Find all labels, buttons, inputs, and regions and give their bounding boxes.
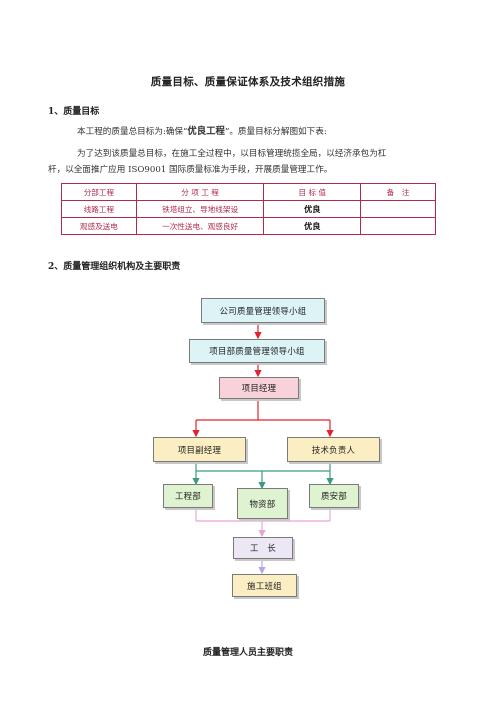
- org-node-material-dept: 物资部: [237, 488, 288, 519]
- quality-goal-table: 分部工程 分 项 工 程 目 标 值 备 注 线路工程 铁塔组立、导地线架设 优…: [61, 183, 436, 235]
- table-row: 观感及送电 一次性送电、观感良好 优良: [61, 217, 436, 235]
- org-node-qs-dept: 质安部: [309, 484, 359, 508]
- org-node-project-group: 项目部质量管理领导小组: [189, 339, 325, 363]
- paragraph-goal-pre: 本工程的质量总目标为:确保“: [77, 127, 188, 137]
- footer-heading: 质量管理人员主要职责: [202, 648, 293, 658]
- org-node-deputy: 项目副经理: [153, 437, 246, 462]
- table-cell: [360, 217, 436, 235]
- paragraph-goal-emphasis: 优良工程: [187, 126, 225, 137]
- paragraph-goal-post: ”。质量目标分解图如下表:: [224, 127, 327, 137]
- org-node-company: 公司质量管理领导小组: [201, 298, 325, 323]
- table-cell: 一次性送电、观感良好: [135, 217, 265, 235]
- org-node-eng-dept: 工程部: [163, 484, 213, 508]
- org-node-team: 施工班组: [232, 574, 297, 597]
- paragraph-goal: 本工程的质量总目标为:确保“优良工程”。质量目标分解图如下表:: [77, 124, 477, 140]
- paragraph-method-line1: 为了达到该质量总目标，在施工全过程中，以目标管理统揽全局，以经济承包为杠: [77, 149, 387, 159]
- org-node-foreman: 工 长: [233, 537, 293, 559]
- table-cell-target: 优良: [263, 217, 362, 235]
- section-heading-quality-goal: 1、质量目标: [48, 107, 100, 117]
- org-node-tech: 技术负责人: [287, 437, 380, 462]
- page-title: 质量目标、质量保证体系及技术组织措施: [150, 76, 346, 88]
- paragraph-method-line2: 杆，以全面推广应用 ISO9001 国际质量标准为手段，开展质量管理工作。: [48, 165, 333, 175]
- org-node-manager: 项目经理: [219, 377, 299, 399]
- section-heading-org: 2、质量管理组织机构及主要职责: [48, 262, 181, 272]
